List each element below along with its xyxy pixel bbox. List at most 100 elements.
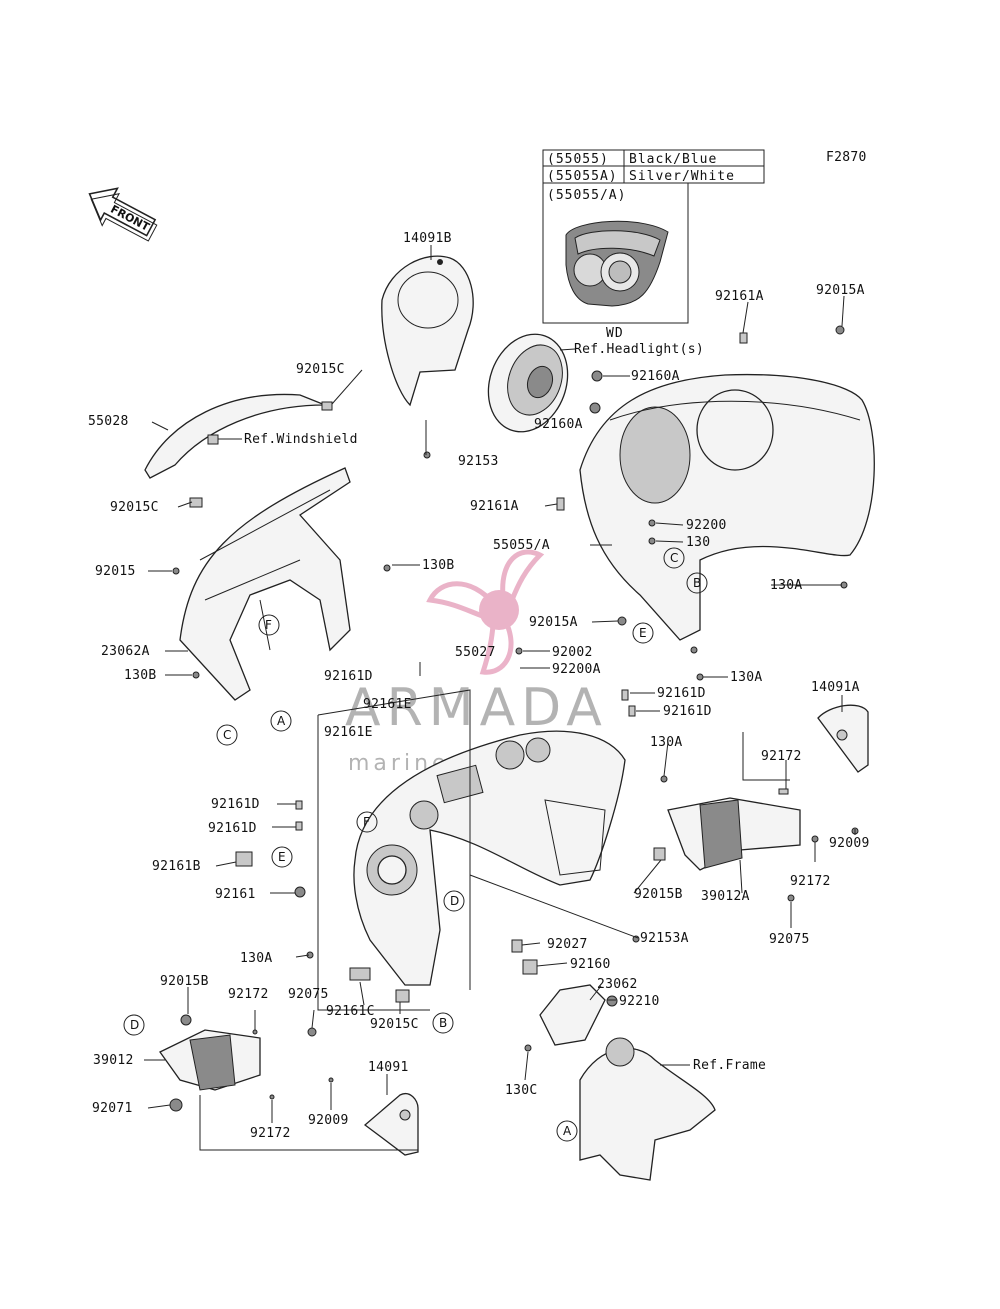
variant-table: (55055) Black/Blue (55055A) Silver/White… [542,149,765,341]
part-label: 92161D [657,686,706,701]
inset-label: (55055/A) [547,188,626,203]
variant-desc-2: Silver/White [629,169,735,184]
part-label: 92015A [816,283,865,298]
svg-text:A: A [563,1124,572,1138]
part-label: 92009 [308,1113,349,1128]
part-label: 92002 [552,645,593,660]
callout-c-left: C [216,724,238,746]
part-label: 92153A [640,931,689,946]
part-39012-drawing [159,1029,261,1091]
part-14091b-drawing [381,255,474,407]
part-label: 92172 [761,749,802,764]
callout-a-top: A [270,710,292,732]
part-label: 55055/A [493,538,550,553]
part-label: 92172 [250,1126,291,1141]
svg-text:D: D [450,894,459,908]
part-label: 23062A [101,644,150,659]
part-label: Ref.Frame [693,1058,766,1073]
frame-reference-drawing [579,1037,716,1181]
part-label: 92009 [829,836,870,851]
svg-text:C: C [670,551,678,565]
part-label: 92161A [470,499,519,514]
svg-text:F: F [363,815,370,829]
callout-b-bottom: B [432,1012,454,1034]
part-label: 92015C [370,1017,419,1032]
part-label: 92015B [160,974,209,989]
part-label: 23062 [597,977,638,992]
svg-text:E: E [639,626,647,640]
part-label: 92075 [288,987,329,1002]
callout-d-right: D [443,890,465,912]
part-label: 130A [770,578,803,593]
part-labels: 14091B 92015C 55028 Ref.Windshield 92015… [88,231,870,1141]
part-label: 92015C [296,362,345,377]
svg-text:B: B [439,1016,447,1030]
part-label: 92200A [552,662,601,677]
part-label: 39012 [93,1053,134,1068]
svg-text:D: D [130,1018,139,1032]
part-label: 92160A [534,417,583,432]
part-label: 92172 [228,987,269,1002]
callout-f-left: F [258,614,280,636]
part-label: 92161B [152,859,201,874]
inner-fairing-55027-drawing [353,730,626,986]
part-label: 92161D [208,821,257,836]
svg-text:F: F [265,618,272,632]
part-label: 92015C [110,500,159,515]
part-label: 92075 [769,932,810,947]
part-label: 130A [650,735,683,750]
part-label: 130B [422,558,455,573]
part-label: 130C [505,1083,538,1098]
front-arrow-icon: FRONT [88,187,158,242]
part-label: 14091 [368,1060,409,1075]
part-label: 39012A [701,889,750,904]
bracket-23062-drawing [539,984,606,1046]
svg-text:C: C [223,728,231,742]
variant-desc-1: Black/Blue [629,152,717,167]
part-label: 92160A [631,369,680,384]
part-label: Ref.Headlight(s) [574,342,704,357]
svg-text:E: E [278,850,286,864]
part-14091-drawing [363,1093,419,1156]
part-label: 14091A [811,680,860,695]
part-39012a-drawing [667,797,801,871]
propeller-icon [426,549,545,675]
part-label: 130A [730,670,763,685]
part-label: 130A [240,951,273,966]
svg-text:A: A [277,714,286,728]
part-label: 55028 [88,414,129,429]
part-label: 14091B [403,231,452,246]
callout-f-center: F [356,811,378,833]
part-label: 92153 [458,454,499,469]
inset-caption: WD [606,326,624,341]
part-label: 130 [686,535,710,550]
part-label: 92161E [363,697,412,712]
leader-lines [144,245,856,1151]
watermark-brand: ARMADA [345,678,608,738]
figure-code: F2870 [826,150,867,165]
callout-e-right: E [632,622,654,644]
svg-text:B: B [693,576,701,590]
fairing-55055a-drawing [579,373,875,641]
part-label: 92210 [619,994,660,1009]
part-14091a-drawing [817,704,869,773]
variant-code-2: (55055A) [547,169,618,184]
inset-fairing-thumbnail [565,220,669,307]
callout-b-top: B [686,572,708,594]
part-label: 92071 [92,1101,133,1116]
part-label: 55027 [455,645,496,660]
part-label: 92161E [324,725,373,740]
part-label: 92015 [95,564,136,579]
bracket-23062a-drawing [179,467,351,701]
part-label: 92161D [324,669,373,684]
part-label: 92200 [686,518,727,533]
variant-code-1: (55055) [547,152,609,167]
part-label: 92027 [547,937,588,952]
part-label: 92161C [326,1004,375,1019]
part-label: 92172 [790,874,831,889]
part-label: 92160 [570,957,611,972]
callout-d-left: D [123,1014,145,1036]
callout-markers: A A B B C C D D E E F F [123,547,708,1142]
part-label: Ref.Windshield [244,432,358,447]
